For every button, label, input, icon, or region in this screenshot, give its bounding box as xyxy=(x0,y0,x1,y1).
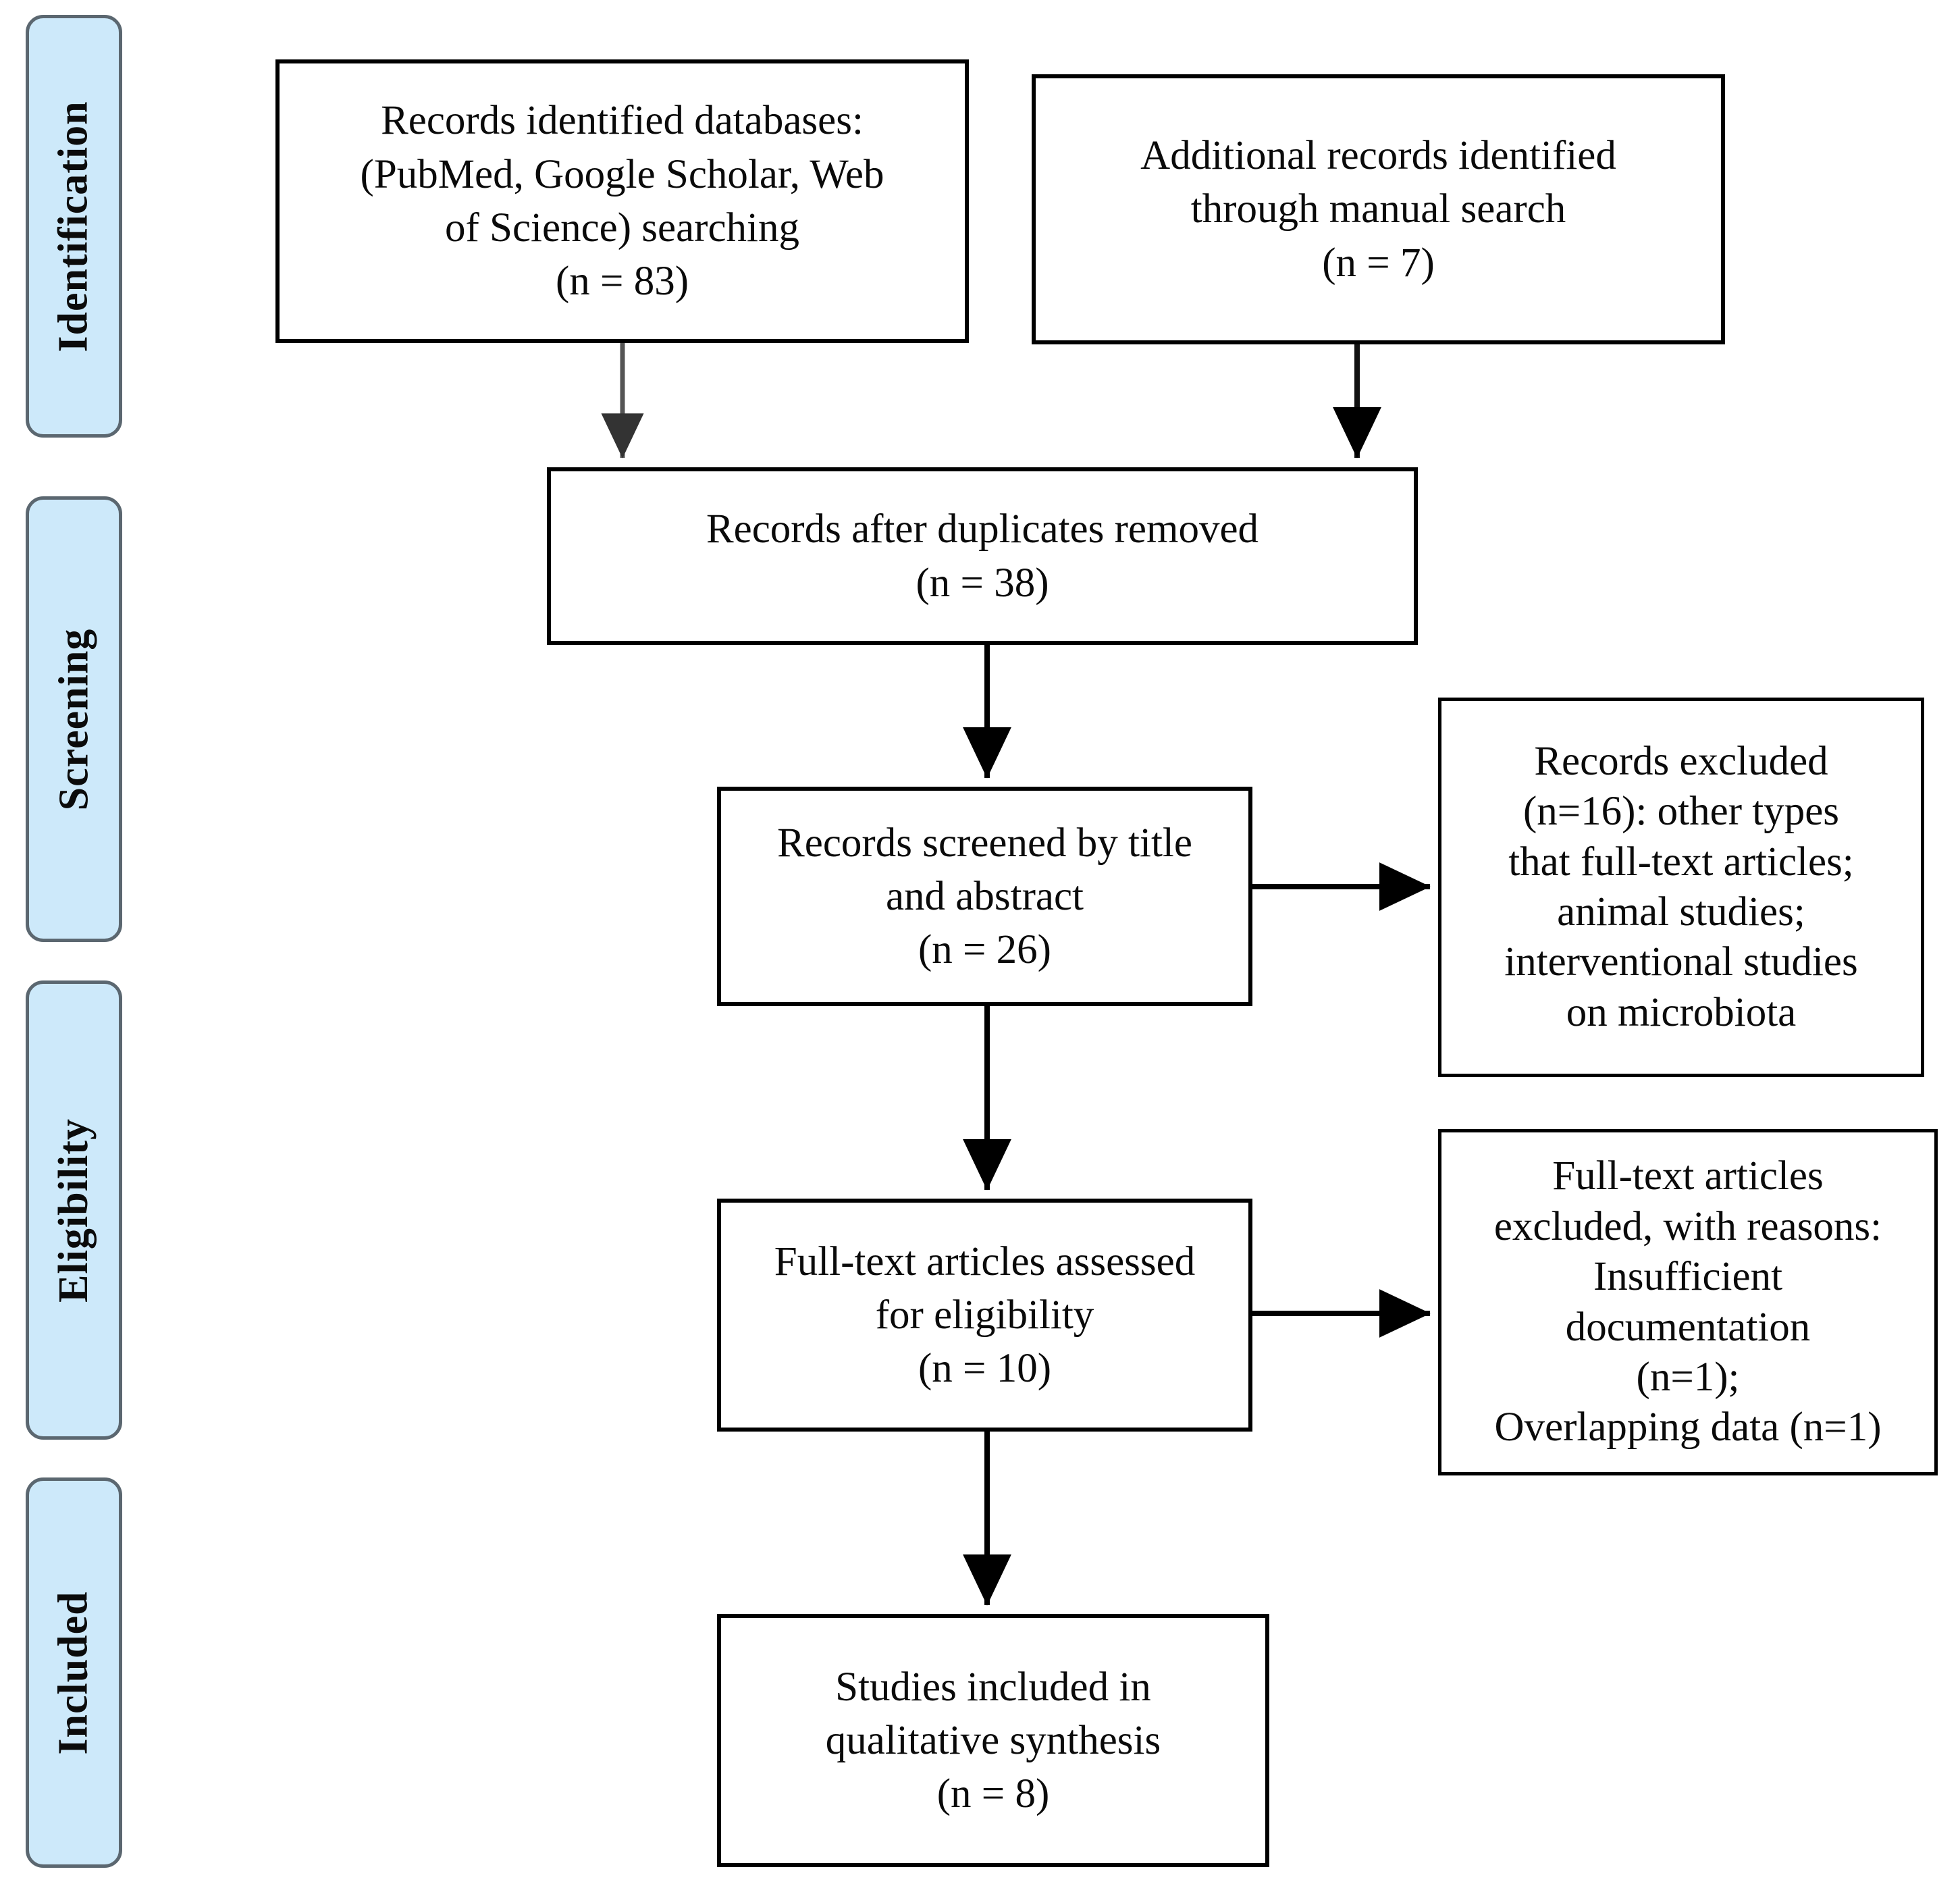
node-records-excluded-text: Records excluded (n=16): other types tha… xyxy=(1504,738,1858,1035)
node-records-screened: Records screened by title and abstract (… xyxy=(717,787,1252,1006)
node-records-identified: Records identified databases: (PubMed, G… xyxy=(275,59,969,343)
stage-label-identification: Identification xyxy=(26,15,122,438)
stage-label-included: Included xyxy=(26,1477,122,1868)
stage-label-identification-text: Identification xyxy=(51,100,97,352)
node-after-duplicates-text: Records after duplicates removed (n = 38… xyxy=(706,506,1259,606)
node-records-excluded: Records excluded (n=16): other types tha… xyxy=(1438,698,1924,1077)
node-records-identified-text: Records identified databases: (PubMed, G… xyxy=(360,98,884,305)
node-fulltext-assessed-text: Full-text articles assessed for eligibil… xyxy=(774,1238,1196,1392)
node-studies-included: Studies included in qualitative synthesi… xyxy=(717,1614,1269,1867)
stage-label-screening: Screening xyxy=(26,496,122,942)
node-fulltext-excluded-text: Full-text articles excluded, with reason… xyxy=(1493,1153,1882,1450)
stage-label-screening-text: Screening xyxy=(51,628,97,810)
node-additional-records: Additional records identified through ma… xyxy=(1032,74,1725,344)
node-fulltext-excluded: Full-text articles excluded, with reason… xyxy=(1438,1129,1938,1475)
node-after-duplicates: Records after duplicates removed (n = 38… xyxy=(547,467,1418,645)
node-additional-records-text: Additional records identified through ma… xyxy=(1140,133,1616,286)
node-studies-included-text: Studies included in qualitative synthesi… xyxy=(825,1664,1161,1817)
node-fulltext-assessed: Full-text articles assessed for eligibil… xyxy=(717,1199,1252,1432)
stage-label-eligibility: Eligibility xyxy=(26,980,122,1440)
stage-label-included-text: Included xyxy=(51,1590,97,1755)
node-records-screened-text: Records screened by title and abstract (… xyxy=(777,820,1192,973)
stage-label-eligibility-text: Eligibility xyxy=(51,1118,97,1303)
